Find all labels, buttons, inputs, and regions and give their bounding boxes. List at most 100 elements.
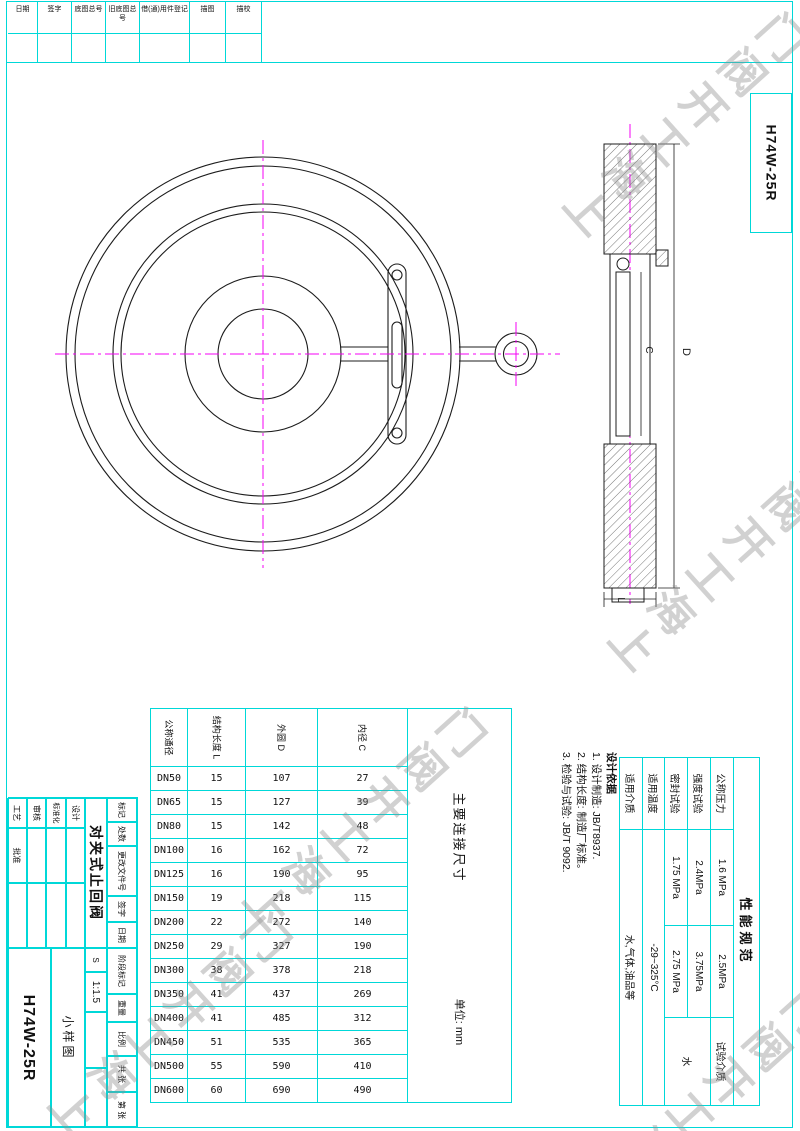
dims-d: 327 — [245, 934, 319, 959]
dims-table-unit: 单位: mm — [452, 998, 465, 1046]
dims-l: 15 — [187, 766, 247, 791]
design-basis-item: 1. 设计制造: JB/T8937. — [590, 752, 602, 860]
tb-blank — [27, 883, 46, 948]
spec-label: 适用介质 — [619, 757, 643, 830]
dims-c: 218 — [317, 958, 409, 983]
design-basis-title: 设计依据 — [605, 752, 617, 794]
dims-dn: DN300 — [149, 958, 189, 983]
dims-dn: DN125 — [149, 862, 189, 887]
tb-blank — [66, 828, 85, 883]
tb-blank — [7, 883, 27, 948]
strip-cell-master-no: 底图总号 — [72, 2, 106, 62]
spec-value: -29~325°C — [642, 829, 665, 1106]
dims-header: 公称通径 — [149, 708, 189, 767]
spec-value: 2.5MPa — [710, 925, 734, 1018]
spec-label: 密封试验 — [664, 757, 688, 830]
tb-blank — [27, 828, 46, 883]
strip-cell-trace-check: 描校 — [226, 2, 262, 62]
dims-dn: DN600 — [149, 1078, 189, 1103]
dims-dn: DN100 — [149, 838, 189, 863]
spec-label: 试验介质 — [710, 1017, 734, 1106]
strip-label: 借(通)用件登记 — [140, 2, 189, 34]
dims-dn: DN450 — [149, 1030, 189, 1055]
spec-value: 1.6 MPa — [710, 829, 734, 926]
dims-c: 95 — [317, 862, 409, 887]
dims-l: 60 — [187, 1078, 247, 1103]
dims-c: 115 — [317, 886, 409, 911]
tb-scale: 比例 — [107, 1022, 137, 1056]
dims-d: 190 — [245, 862, 319, 887]
dims-dn: DN80 — [149, 814, 189, 839]
dims-c: 140 — [317, 910, 409, 935]
tb-blank — [85, 1012, 107, 1068]
dims-dn: DN250 — [149, 934, 189, 959]
dims-d: 378 — [245, 958, 319, 983]
tb-scale-value: 1:1.5 — [85, 972, 107, 1012]
dims-l: 16 — [187, 862, 247, 887]
strip-label: 旧底图总号 — [106, 2, 139, 34]
spec-value: 2.75 MPa — [664, 925, 688, 1018]
tb-review: 审核 — [27, 798, 46, 828]
spec-value: 水 — [664, 1017, 711, 1106]
tb-drawing-number: H74W-25R — [7, 948, 51, 1128]
spec-label: 强度试验 — [687, 757, 711, 830]
dims-d: 272 — [245, 910, 319, 935]
dimension-lines — [603, 143, 680, 607]
performance-spec-table: 性能规范 公称压力 1.6 MPa 2.5MPa 试验介质 强度试验 2.4MP… — [619, 757, 760, 1106]
spec-table-title: 性能规范 — [733, 757, 760, 1106]
tb-sheets-total: 共 张 — [107, 1056, 137, 1092]
dims-d: 127 — [245, 790, 319, 815]
dims-l: 15 — [187, 814, 247, 839]
dims-d: 690 — [245, 1078, 319, 1103]
dims-c: 48 — [317, 814, 409, 839]
dims-d: 437 — [245, 982, 319, 1007]
strip-cell-sign: 签字 — [38, 2, 72, 62]
spec-value: 3.75MPa — [687, 925, 711, 1018]
dims-c: 190 — [317, 934, 409, 959]
dims-d: 485 — [245, 1006, 319, 1031]
centerlines — [55, 124, 631, 604]
tb-sheet-no: 第 张 — [107, 1092, 137, 1128]
dims-dn: DN50 — [149, 766, 189, 791]
spec-value: 2.4MPa — [687, 829, 711, 926]
strip-label: 日期 — [8, 2, 37, 34]
tb-approve: 批准 — [7, 828, 27, 883]
tb-blank — [66, 883, 85, 948]
tb-change-doc: 更改文件号 — [107, 846, 137, 896]
spec-label: 适用温度 — [642, 757, 665, 830]
tb-doc-type: 小样图 — [51, 948, 85, 1128]
tb-standardize: 标准化 — [46, 798, 66, 828]
dimension-label-l: L — [615, 597, 626, 603]
sheet-frame — [6, 1, 793, 1128]
dims-l: 15 — [187, 790, 247, 815]
dims-l: 16 — [187, 838, 247, 863]
strip-label: 签字 — [38, 2, 71, 34]
strip-cell-old-master-no: 旧底图总号 — [106, 2, 140, 62]
dims-d: 107 — [245, 766, 319, 791]
dims-dn: DN500 — [149, 1054, 189, 1079]
dims-dn: DN350 — [149, 982, 189, 1007]
dims-l: 38 — [187, 958, 247, 983]
strip-cell-date: 日期 — [8, 2, 38, 62]
tb-weight: 重量 — [107, 994, 137, 1022]
dimension-label-c: C — [643, 346, 654, 353]
design-basis-item: 3. 检验与试验: JB/T 9092. — [560, 752, 572, 873]
dims-header: 外圆 D — [245, 708, 319, 767]
tb-count: 处数 — [107, 822, 137, 846]
dims-d: 218 — [245, 886, 319, 911]
dims-l: 29 — [187, 934, 247, 959]
strip-cell-trace: 描图 — [190, 2, 226, 62]
spec-value: 1.75 MPa — [664, 829, 688, 926]
strip-label: 描校 — [226, 2, 261, 34]
design-basis-note: 设计依据 1. 设计制造: JB/T8937. 2. 结构长度: 制造厂标准。 … — [556, 752, 618, 1004]
dims-table-title-cell: 主要连接尺寸 单位: mm — [407, 708, 513, 1103]
dims-dn: DN400 — [149, 1006, 189, 1031]
design-basis-item: 2. 结构长度: 制造厂标准。 — [575, 752, 587, 875]
frame-divider-line — [6, 62, 793, 63]
dims-dn: DN65 — [149, 790, 189, 815]
tb-design: 设计 — [66, 798, 85, 828]
dims-dn: DN150 — [149, 886, 189, 911]
tb-mark: 标记 — [107, 798, 137, 822]
title-block: 标记 处数 更改文件号 签字 日期 阶段标记 重量 比例 共 张 第 张 对夹式… — [7, 797, 138, 1128]
strip-label: 描图 — [190, 2, 225, 34]
